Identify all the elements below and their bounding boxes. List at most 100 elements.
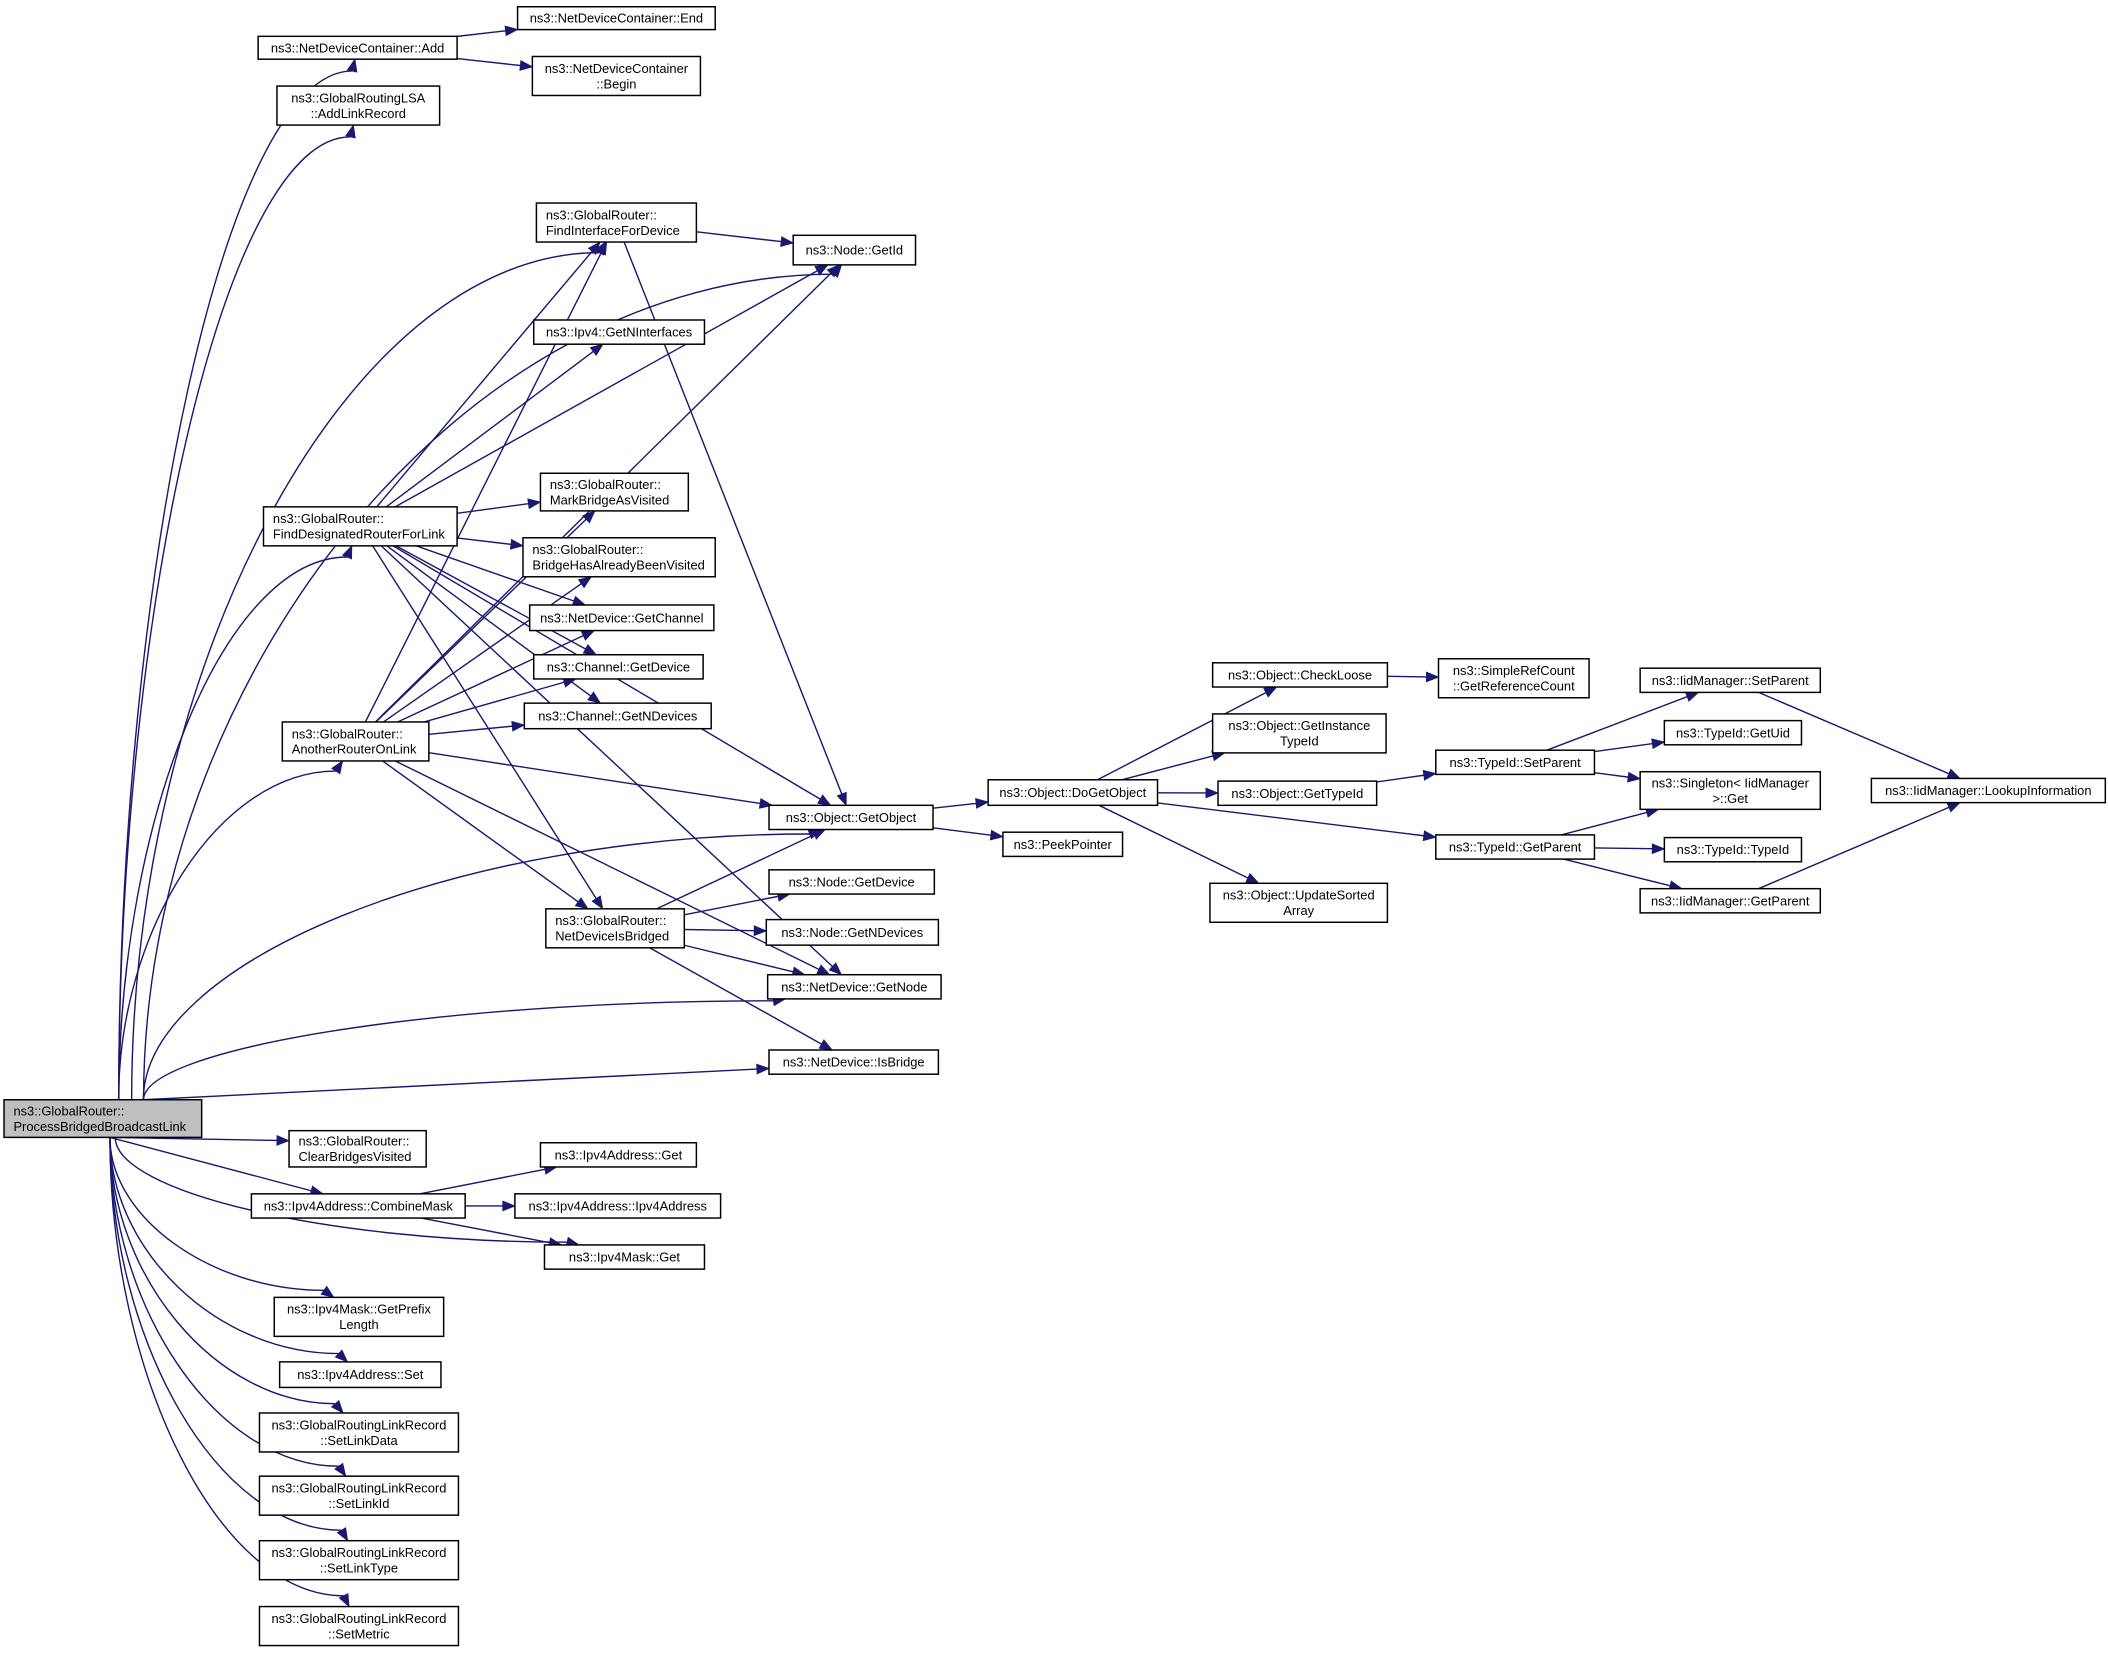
node-ns3-peekpointer[interactable]: ns3::PeekPointer [1002, 831, 1124, 858]
node-ns3-simplerefcount-getreferencecount[interactable]: ns3::SimpleRefCount::GetReferenceCount [1437, 658, 1590, 699]
node-ns3-globalrouter-bridgehasalreadybeenvisited[interactable]: ns3::GlobalRouter::BridgeHasAlreadyBeenV… [522, 537, 716, 578]
node-label: ns3::GlobalRouter:: [532, 542, 643, 557]
arrowhead-icon [320, 1285, 335, 1298]
edge-ndc-add-to-ndc-begin [457, 57, 534, 71]
arrowhead-icon [1425, 671, 1440, 683]
edge-root-to-obj-getobj [142, 829, 822, 1100]
node-ns3-globalrouter-clearbridgesvisited[interactable]: ns3::GlobalRouter::ClearBridgesVisited [288, 1129, 427, 1168]
node-ns3-globalrouter-markbridgeasvisited[interactable]: ns3::GlobalRouter::MarkBridgeAsVisited [539, 472, 690, 512]
node-label: ns3::Singleton< IidManager [1652, 775, 1810, 790]
node-ns3-ipv4address-combinemask[interactable]: ns3::Ipv4Address::CombineMask [250, 1193, 466, 1219]
node-box [1639, 770, 1822, 811]
edge-line [1098, 804, 1249, 879]
node-label: BridgeHasAlreadyBeenVisited [532, 558, 704, 573]
edge-line [696, 231, 782, 243]
node-ns3-typeid-getuid[interactable]: ns3::TypeId::GetUid [1663, 719, 1803, 746]
node-ns3-globalrouter-anotherrouteronlink[interactable]: ns3::GlobalRouter::AnotherRouterOnLink [281, 721, 430, 762]
arrowhead-icon [276, 1135, 291, 1146]
edge-line [1157, 802, 1424, 837]
arrowhead-icon [1946, 768, 1962, 779]
node-ns3-netdevicecontainer-begin[interactable]: ns3::NetDeviceContainer::Begin [531, 55, 702, 97]
edge-obj-dogetobj-to-obj-getinst [1121, 750, 1226, 781]
node-box [262, 506, 458, 547]
node-ns3-globalroutinglinkrecord-setlinktype[interactable]: ns3::GlobalRoutingLinkRecord::SetLinkTyp… [258, 1539, 460, 1581]
node-ns3-globalroutinglinkrecord-setlinkid[interactable]: ns3::GlobalRoutingLinkRecord::SetLinkId [258, 1475, 460, 1516]
node-ns3-iidmanager-lookupinformation[interactable]: ns3::IidManager::LookupInformation [1870, 777, 2107, 804]
node-ns3-globalrouter-findinterfacefordevice[interactable]: ns3::GlobalRouter::FindInterfaceForDevic… [535, 202, 698, 243]
node-ns3-ipv4address-set[interactable]: ns3::Ipv4Address::Set [278, 1361, 442, 1389]
edge-root-to-lr-id [109, 1137, 347, 1478]
node-box [766, 973, 942, 1000]
node-label: ns3::GlobalRouter:: [292, 726, 403, 741]
arrowhead-icon [1422, 769, 1437, 781]
node-box [532, 319, 706, 345]
node-ns3-netdevicecontainer-add[interactable]: ns3::NetDeviceContainer::Add [257, 35, 458, 60]
node-ns3-globalrouter-processbridgedbroadcastlink[interactable]: ns3::GlobalRouter::ProcessBridgedBroadca… [3, 1098, 203, 1139]
node-label: ns3::GlobalRouter:: [546, 207, 657, 222]
edge-line [656, 834, 815, 910]
node-box [3, 1098, 203, 1139]
node-ns3-object-dogetobject[interactable]: ns3::Object::DoGetObject [987, 779, 1159, 807]
arrowhead-icon [1651, 738, 1666, 750]
node-ns3-channel-getdevice[interactable]: ns3::Channel::GetDevice [532, 654, 704, 680]
node-ns3-typeid-getparent[interactable]: ns3::TypeId::GetParent [1435, 834, 1596, 860]
edge-line [372, 545, 597, 899]
node-ns3-globalroutinglinkrecord-setmetric[interactable]: ns3::GlobalRoutingLinkRecord::SetMetric [258, 1605, 460, 1647]
edge-line [142, 833, 810, 1100]
node-label: ns3::NetDevice::IsBridge [783, 1055, 925, 1070]
arrowhead-icon [596, 241, 608, 256]
edge-root-to-lr-type [109, 1137, 349, 1542]
node-ns3-globalrouter-netdeviceisbridged[interactable]: ns3::GlobalRouter::NetDeviceIsBridged [545, 908, 686, 949]
node-ns3-typeid-typeid[interactable]: ns3::TypeId::TypeId [1663, 836, 1803, 863]
node-label: ns3::Node::GetNDevices [781, 925, 923, 940]
node-ns3-ipv4mask-get[interactable]: ns3::Ipv4Mask::Get [543, 1244, 706, 1270]
node-ns3-object-getobject[interactable]: ns3::Object::GetObject [768, 804, 934, 831]
node-ns3-typeid-setparent[interactable]: ns3::TypeId::SetParent [1435, 749, 1596, 776]
edge-root-to-gr-another [117, 760, 344, 1100]
node-ns3-ipv4-getninterfaces[interactable]: ns3::Ipv4::GetNInterfaces [532, 319, 706, 345]
node-ns3-ipv4address-get[interactable]: ns3::Ipv4Address::Get [539, 1142, 698, 1168]
node-ns3-iidmanager-setparent[interactable]: ns3::IidManager::SetParent [1639, 667, 1822, 694]
arrowhead-icon [1422, 830, 1437, 842]
node-ns3-globalroutinglinkrecord-setlinkdata[interactable]: ns3::GlobalRoutingLinkRecord::SetLinkDat… [258, 1412, 460, 1453]
edge-line [118, 136, 351, 1100]
edge-obj-dogetobj-to-obj-gettid [1157, 787, 1220, 799]
node-label: ns3::TypeId::SetParent [1450, 755, 1582, 770]
node-ns3-netdevicecontainer-end[interactable]: ns3::NetDeviceContainer::End [516, 6, 716, 31]
arrowhead-icon [1651, 843, 1666, 855]
node-ns3-globalrouter-finddesignatedrouterforlink[interactable]: ns3::GlobalRouter::FindDesignatedRouterF… [262, 506, 458, 547]
arrowhead-icon [338, 1592, 350, 1608]
node-ns3-object-gettypeid[interactable]: ns3::Object::GetTypeId [1217, 780, 1378, 807]
node-ns3-netdevice-isbridge[interactable]: ns3::NetDevice::IsBridge [768, 1049, 940, 1075]
edge-line [1376, 774, 1424, 783]
node-ns3-iidmanager-getparent[interactable]: ns3::IidManager::GetParent [1639, 887, 1822, 914]
node-box [1435, 749, 1596, 776]
edge-line [1387, 675, 1427, 678]
node-label: AnotherRouterOnLink [292, 742, 417, 757]
node-ns3-globalroutinglsa-addlinkrecord[interactable]: ns3::GlobalRoutingLSA::AddLinkRecord [276, 85, 441, 126]
node-box [539, 1142, 698, 1168]
edge-tid-getparent-to-tid-ctor [1594, 843, 1666, 855]
node-ns3-node-getdevice[interactable]: ns3::Node::GetDevice [768, 869, 936, 895]
node-label: ns3::Object::DoGetObject [999, 785, 1146, 800]
arrowhead-icon [334, 1462, 347, 1478]
node-box [1663, 836, 1803, 863]
node-ns3-node-getid[interactable]: ns3::Node::GetId [792, 234, 917, 266]
node-ns3-singleton-iidmanager-get[interactable]: ns3::Singleton< IidManager>::Get [1639, 770, 1822, 811]
node-ns3-netdevice-getchannel[interactable]: ns3::NetDevice::GetChannel [528, 604, 715, 632]
node-ns3-object-checkloose[interactable]: ns3::Object::CheckLoose [1211, 662, 1389, 688]
edge-line [684, 895, 779, 916]
node-ns3-netdevice-getnode[interactable]: ns3::NetDevice::GetNode [766, 973, 942, 1000]
node-ns3-channel-getndevices[interactable]: ns3::Channel::GetNDevices [523, 702, 712, 730]
edge-line [421, 1217, 550, 1244]
node-label: ns3::NetDevice::GetChannel [540, 610, 703, 625]
node-box [516, 6, 716, 31]
node-box [768, 869, 936, 895]
node-ns3-node-getndevices[interactable]: ns3::Node::GetNDevices [765, 918, 940, 946]
node-label: ::Begin [596, 76, 636, 91]
arrowhead-icon [336, 1527, 349, 1542]
node-ns3-ipv4address-ipv4address[interactable]: ns3::Ipv4Address::Ipv4Address [514, 1193, 722, 1219]
